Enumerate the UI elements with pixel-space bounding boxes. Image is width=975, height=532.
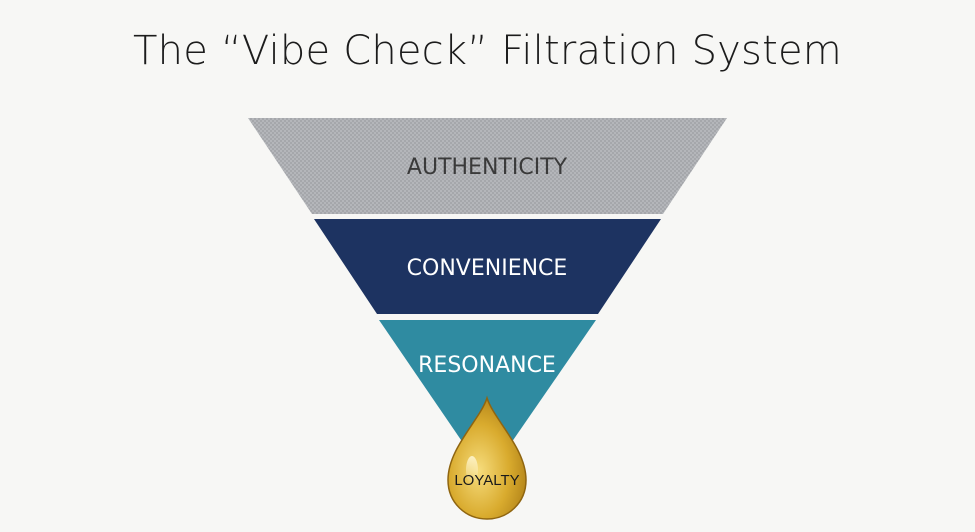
slide-title: The “Vibe Check” Filtration System bbox=[133, 28, 842, 74]
loyalty-label: LOYALTY bbox=[454, 472, 519, 489]
funnel-layer-authenticity bbox=[248, 118, 727, 214]
loyalty-drop: LOYALTY bbox=[447, 395, 527, 520]
funnel-layer-convenience-label: CONVENIENCE bbox=[407, 256, 568, 281]
drop-icon bbox=[447, 395, 527, 520]
drop-highlight bbox=[466, 456, 478, 484]
funnel-layer-convenience bbox=[314, 219, 661, 314]
funnel-layer-resonance-label: RESONANCE bbox=[418, 353, 556, 378]
funnel-layer-authenticity-label: AUTHENTICITY bbox=[407, 155, 568, 180]
